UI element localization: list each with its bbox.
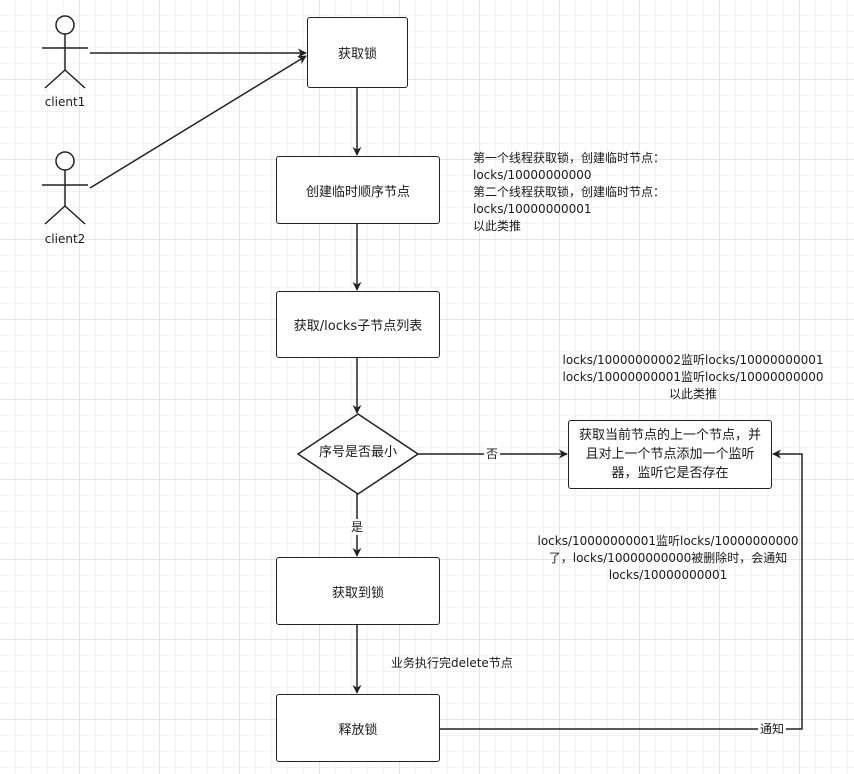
decision-diamond-shape: [296, 413, 420, 495]
actor-client1-figure: [42, 15, 88, 89]
edge-label-yes: 是: [349, 519, 366, 535]
node-watch-prev[interactable]: 获取当前节点的上一个节点，并且对上一个节点添加一个监听器，监听它是否存在: [568, 420, 772, 489]
note-line: locks/10000000001: [473, 202, 592, 216]
actor-client2-label: client2: [44, 232, 86, 246]
edge-label-no: 否: [484, 446, 501, 462]
node-create-node[interactable]: 创建临时顺序节点: [276, 156, 440, 224]
actor-client2-figure: [42, 151, 88, 225]
node-watch-prev-label: 获取当前节点的上一个节点，并且对上一个节点添加一个监听器，监听它是否存在: [579, 428, 762, 481]
node-get-children[interactable]: 获取/locks子节点列表: [276, 291, 440, 358]
node-create-node-label: 创建临时顺序节点: [305, 184, 410, 200]
note-line: locks/10000000002监听locks/10000000001: [562, 353, 824, 367]
note-line: 第二个线程获取锁，创建临时节点：: [473, 185, 666, 199]
edge-client2-acquire: [89, 55, 307, 189]
note-line: 第一个线程获取锁，创建临时节点：: [473, 151, 666, 165]
note-notify-desc: locks/10000000001监听locks/10000000000 了，l…: [518, 533, 818, 584]
node-got-lock-label: 获取到锁: [331, 585, 384, 601]
node-release-lock[interactable]: 释放锁: [276, 694, 440, 762]
note-line: 以此类推: [668, 387, 717, 401]
note-line: locks/10000000001监听locks/10000000000: [537, 534, 799, 548]
note-watch-chain: locks/10000000002监听locks/10000000001 loc…: [553, 352, 833, 403]
note-create-node: 第一个线程获取锁，创建临时节点： locks/10000000000 第二个线程…: [473, 150, 665, 235]
note-line: locks/10000000000: [473, 168, 592, 182]
note-line: locks/10000000001: [608, 568, 728, 582]
actor-client1-label: client1: [44, 95, 86, 109]
note-line: 了，locks/10000000000被删除时，会通知: [548, 551, 788, 565]
edge-release-notify: [439, 449, 803, 730]
decision-label: 序号是否最小: [318, 445, 397, 460]
node-got-lock[interactable]: 获取到锁: [276, 557, 440, 625]
note-line: 以此类推: [473, 219, 522, 233]
node-acquire-lock[interactable]: 获取锁: [307, 17, 408, 88]
note-release-desc: 业务执行完delete节点: [391, 656, 513, 670]
node-get-children-label: 获取/locks子节点列表: [293, 319, 423, 334]
node-acquire-lock-label: 获取锁: [337, 47, 377, 62]
note-line: locks/10000000001监听locks/10000000000: [562, 370, 824, 384]
node-release-lock-label: 释放锁: [338, 722, 378, 738]
edge-label-notify: 通知: [758, 721, 787, 737]
